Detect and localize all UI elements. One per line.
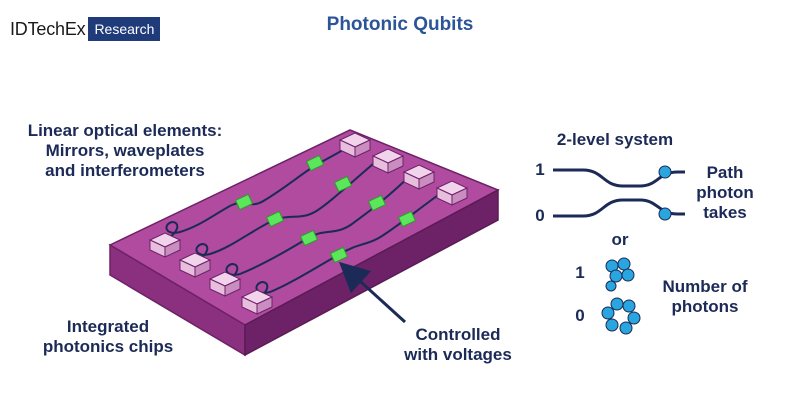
- number-0-label: 0: [575, 306, 585, 325]
- modulator: [367, 194, 387, 212]
- number-of-photons-label: Number of photons: [662, 277, 748, 316]
- idtechex-logo: IDTechEx Research: [10, 17, 161, 41]
- waveguide: [224, 175, 411, 283]
- modulator: [299, 229, 319, 247]
- modulator: [305, 154, 325, 172]
- voltage-pointer-arrow: [338, 261, 407, 324]
- chip-side-face: [244, 188, 499, 357]
- modulator: [234, 193, 254, 211]
- coupler: [402, 164, 436, 190]
- number-1-label: 1: [575, 263, 585, 282]
- photon-dot-upper: [658, 165, 672, 179]
- level-0-label: 0: [535, 206, 545, 225]
- controlled-voltages-label: Controlled with voltages: [404, 325, 512, 364]
- coupler: [240, 289, 274, 315]
- photonic-chip: [108, 129, 500, 357]
- modulator: [397, 210, 417, 228]
- edge-couplers: [148, 132, 469, 315]
- path-photon-label: Path photon takes: [696, 163, 754, 222]
- phase-modulators: [234, 154, 417, 264]
- modulator: [329, 246, 349, 264]
- coupler: [148, 232, 182, 258]
- logo-research-tag: Research: [88, 17, 161, 41]
- page-title: Photonic Qubits: [326, 14, 474, 35]
- logo-text: IDTechEx: [10, 19, 86, 39]
- integrated-chips-label: Integrated photonics chips: [42, 317, 174, 356]
- coupler: [371, 148, 405, 174]
- linear-optics-label: Linear optical elements: Mirrors, wavepl…: [27, 121, 223, 180]
- coupler: [208, 271, 242, 297]
- level-1-label: 1: [535, 160, 545, 179]
- coupler: [338, 132, 372, 158]
- photon-cluster-one: [605, 257, 635, 292]
- photon-cluster-zero: [601, 297, 641, 335]
- waveguide: [254, 189, 446, 301]
- modulator: [333, 175, 353, 193]
- waveguide: [194, 157, 381, 263]
- or-label: or: [611, 230, 629, 249]
- coupler: [178, 252, 212, 278]
- coupler: [435, 180, 469, 206]
- modulator: [265, 210, 285, 228]
- two-level-system-label: 2-level system: [556, 130, 674, 149]
- photon-dot-lower: [658, 207, 672, 221]
